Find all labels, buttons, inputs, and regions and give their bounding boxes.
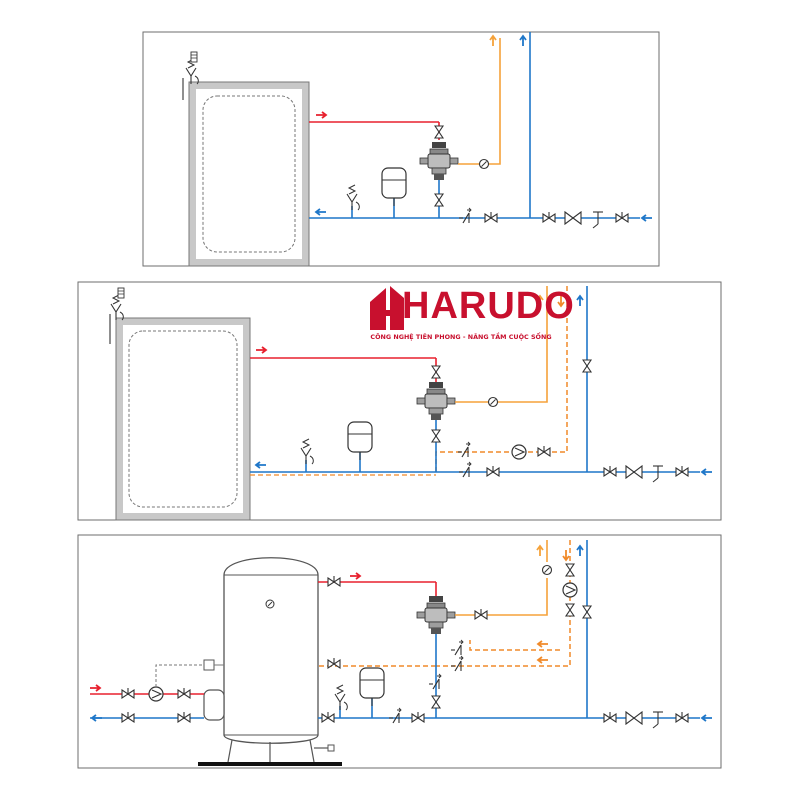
ball-valve-icon xyxy=(321,711,335,723)
safety-valve-icon xyxy=(109,287,125,344)
mixed-water-pipe xyxy=(455,286,548,403)
circulation-pump-icon xyxy=(511,444,527,460)
mixed-water-pipe xyxy=(455,540,548,616)
pressure-reducer-icon xyxy=(625,465,643,479)
vertical-storage-tank xyxy=(198,557,342,766)
mixing-valve-icon xyxy=(416,595,456,635)
mixing-valve-icon xyxy=(419,141,459,181)
check-valve-icon xyxy=(458,461,472,478)
ball-valve-icon xyxy=(675,465,689,477)
ball-valve-icon xyxy=(486,465,500,477)
flow-arrow-icon xyxy=(316,111,328,119)
ball-valve-icon xyxy=(411,711,425,723)
ball-valve-icon xyxy=(327,575,341,587)
mixed-water-pipe xyxy=(458,38,501,165)
ball-valve-icon xyxy=(474,608,488,620)
safety-valve-icon xyxy=(334,684,348,711)
ball-valve-icon xyxy=(603,465,617,477)
ball-valve-icon xyxy=(542,211,556,223)
circulation-pump-icon xyxy=(562,582,578,598)
thermometer-icon xyxy=(487,396,499,408)
ball-valve-icon xyxy=(565,563,575,577)
ball-valve-icon xyxy=(582,605,592,619)
diagram-panel-2 xyxy=(77,281,722,521)
expansion-vessel-icon xyxy=(359,667,385,707)
thermometer-icon xyxy=(541,564,553,576)
ball-valve-icon xyxy=(434,125,444,139)
ball-valve-icon xyxy=(484,211,498,223)
pressure-reducer-icon xyxy=(625,711,643,725)
ball-valve-icon xyxy=(565,603,575,617)
pressure-reducer-icon xyxy=(564,211,582,225)
brand-name: HARUDO xyxy=(402,285,575,327)
check-valve-icon xyxy=(458,207,472,224)
check-valve-icon xyxy=(457,441,471,458)
flow-arrow-icon xyxy=(489,34,497,46)
expansion-vessel-icon xyxy=(381,167,407,207)
panel-border xyxy=(77,281,722,521)
recirculation-pipe xyxy=(436,540,571,667)
ball-valve-icon xyxy=(434,193,444,207)
strainer-icon xyxy=(652,711,664,729)
ball-valve-icon xyxy=(675,711,689,723)
ball-valve-icon xyxy=(121,687,135,699)
ball-valve-icon xyxy=(431,695,441,709)
brand-tagline: CÔNG NGHỆ TIÊN PHONG - NÂNG TẦM CUỘC SỐN… xyxy=(370,333,552,341)
ball-valve-icon xyxy=(431,365,441,379)
ball-valve-icon xyxy=(537,445,551,457)
diagram-panel-3 xyxy=(77,534,722,769)
check-valve-icon xyxy=(388,707,402,724)
panel-border xyxy=(142,31,660,267)
check-valve-icon xyxy=(428,673,442,690)
strainer-icon xyxy=(592,211,604,229)
ball-valve-icon xyxy=(431,429,441,443)
safety-valve-icon xyxy=(346,184,360,211)
mixing-valve-icon xyxy=(416,381,456,421)
strainer-icon xyxy=(652,465,664,483)
brand-logo: HARUDO CÔNG NGHỆ TIÊN PHONG - NÂNG TẦM C… xyxy=(366,282,574,352)
safety-valve-icon xyxy=(182,51,199,100)
circulation-pump-icon xyxy=(148,686,164,702)
ball-valve-icon xyxy=(177,711,191,723)
expansion-vessel-icon xyxy=(347,421,373,461)
check-valve-icon xyxy=(450,655,464,672)
ball-valve-icon xyxy=(327,657,341,669)
diagram-panel-1 xyxy=(142,31,660,267)
panel-border xyxy=(77,534,722,769)
logo-house-icon xyxy=(370,286,404,330)
thermometer-icon xyxy=(478,158,490,170)
safety-valve-icon xyxy=(300,438,314,465)
ball-valve-icon xyxy=(615,211,629,223)
ball-valve-icon xyxy=(603,711,617,723)
ball-valve-icon xyxy=(177,687,191,699)
ball-valve-icon xyxy=(121,711,135,723)
check-valve-icon xyxy=(450,639,464,656)
ball-valve-icon xyxy=(582,359,592,373)
